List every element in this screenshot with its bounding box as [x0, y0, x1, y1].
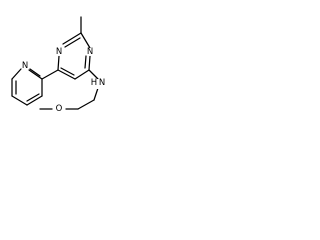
bond-c2-n3	[80, 32, 91, 49]
bond-n3-c4-inner	[84, 55, 87, 69]
bond-py-c5-c4	[11, 95, 28, 106]
bond-py-c4-c3-inner	[26, 93, 40, 102]
bond-n1-c2	[62, 32, 82, 45]
atom-o-ether: O	[56, 104, 63, 114]
bond-c4-nh	[88, 69, 99, 80]
atom-n-ring-top: N	[87, 47, 93, 57]
bond-n3-c4	[88, 55, 91, 71]
atom-h-amine: H	[91, 78, 97, 88]
bond-py-c2-n-inner	[29, 68, 41, 77]
atom-labels: N N N N H O	[21, 47, 105, 114]
bond-nh-ch2	[93, 87, 99, 101]
bond-n1-c2-inner	[64, 37, 81, 48]
bond-c4-c5	[74, 69, 90, 80]
bond-py-c4-c3	[26, 95, 43, 106]
chemical-structure: N N N N H O	[11, 16, 105, 114]
bond-py-n-c6	[11, 68, 22, 80]
bond-c6-n1	[57, 55, 60, 71]
bonds	[11, 16, 99, 110]
atom-n-pyridine: N	[22, 61, 28, 71]
bond-c6-pyridyl	[41, 69, 59, 80]
atom-n-ring-bottom: N	[56, 47, 62, 57]
bond-py-c2-n	[28, 69, 43, 80]
atom-n-amine: N	[99, 78, 105, 88]
bond-c5-c6-inner	[60, 67, 75, 76]
bond-c5-c6	[57, 69, 76, 80]
bond-ch2-ch2	[77, 99, 95, 110]
